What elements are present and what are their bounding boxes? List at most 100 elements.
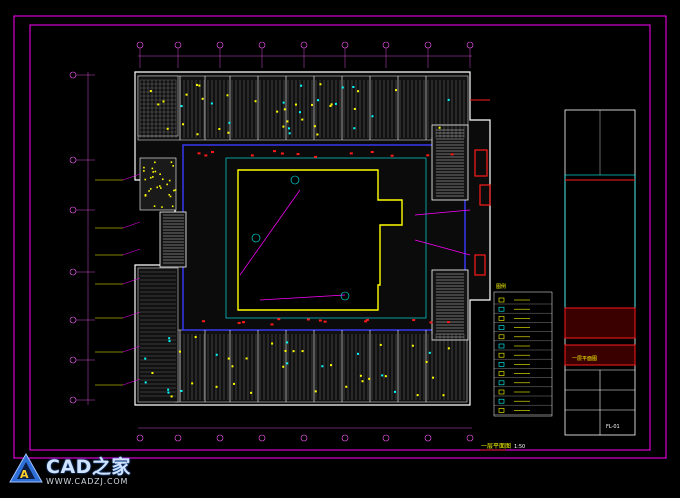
- light-fixture: [156, 186, 159, 189]
- red-box-3: [474, 254, 486, 276]
- light-fixture: [167, 388, 170, 391]
- sheet-number: FL-01: [606, 424, 620, 430]
- light-fixture: [166, 183, 168, 186]
- leader-line-1: [239, 189, 301, 276]
- light-fixture: [171, 205, 174, 208]
- light-fixture: [288, 132, 291, 135]
- red-box-2: [479, 184, 491, 206]
- grid-bubble-bottom: [341, 434, 349, 442]
- light-fixture: [166, 127, 169, 130]
- grid-bubble-top: [258, 41, 266, 49]
- grid-bubble-bottom: [300, 434, 308, 442]
- light-fixture: [393, 390, 396, 393]
- light-fixture: [154, 161, 156, 164]
- light-fixture: [394, 89, 397, 92]
- corridor-marker: [204, 154, 208, 157]
- legend-table: 图例: [493, 283, 553, 417]
- legend-symbol: [498, 380, 505, 386]
- corridor-marker: [210, 150, 214, 153]
- plan-scale: 1:50: [514, 444, 525, 450]
- sheet-frame-inner: [29, 24, 651, 451]
- light-fixture: [159, 173, 161, 175]
- light-fixture: [254, 100, 257, 103]
- light-fixture: [292, 350, 295, 353]
- annotation-leader: [122, 221, 141, 229]
- light-fixture: [438, 126, 441, 129]
- light-fixture: [329, 364, 332, 367]
- light-fixture: [283, 108, 286, 111]
- courtyard: [237, 169, 403, 311]
- annotation-leader: [122, 345, 141, 353]
- light-fixture: [152, 176, 154, 178]
- leader-line-4: [414, 239, 471, 256]
- light-fixture: [245, 357, 248, 360]
- red-box-1: [474, 149, 488, 177]
- light-fixture: [152, 171, 155, 173]
- light-fixture: [411, 344, 414, 347]
- grid-bubble-top: [136, 41, 144, 49]
- light-fixture: [361, 380, 364, 383]
- light-fixture: [359, 374, 362, 377]
- light-fixture: [330, 103, 333, 106]
- light-fixture: [313, 125, 316, 128]
- light-fixture: [447, 98, 450, 101]
- light-fixture: [191, 382, 194, 385]
- light-fixture: [357, 90, 360, 93]
- plan-title: 一层平面图: [481, 443, 511, 450]
- light-fixture: [353, 107, 356, 110]
- light-fixture: [170, 395, 173, 398]
- light-fixture: [282, 365, 285, 368]
- corridor-marker: [370, 151, 374, 154]
- grid-bubble-left: [69, 396, 77, 404]
- light-fixture: [228, 121, 231, 124]
- legend-symbol: [498, 362, 505, 367]
- corridor-marker: [365, 318, 369, 321]
- light-fixture: [168, 337, 171, 340]
- grid-bubble-bottom: [258, 434, 266, 442]
- grid-axes: [69, 41, 474, 442]
- light-fixture: [144, 357, 147, 360]
- corridor-marker: [450, 153, 454, 156]
- light-fixture: [233, 382, 236, 385]
- light-fixture: [416, 394, 419, 397]
- title-block-label: 一层平面图: [572, 356, 597, 362]
- corridor-marker: [349, 152, 353, 155]
- corridor-marker: [429, 321, 433, 324]
- corridor-marker: [314, 155, 318, 158]
- grid-bubble-left: [69, 316, 77, 324]
- grid-bubble-top: [174, 41, 182, 49]
- light-fixture: [425, 360, 428, 363]
- light-fixture: [218, 127, 221, 130]
- light-fixture: [144, 381, 147, 384]
- grid-bubble-left: [69, 268, 77, 276]
- light-fixture: [169, 195, 172, 198]
- corridor-marker: [250, 154, 254, 157]
- light-fixture: [379, 343, 382, 346]
- grid-bubble-top: [216, 41, 224, 49]
- grid-bubble-top: [382, 41, 390, 49]
- light-fixture: [172, 165, 175, 167]
- light-fixture: [371, 115, 374, 118]
- legend-symbol: [498, 352, 505, 358]
- light-fixture: [144, 178, 147, 181]
- light-fixture: [168, 340, 171, 343]
- light-fixture: [226, 94, 229, 97]
- light-fixture: [180, 389, 183, 392]
- light-fixture: [227, 357, 230, 360]
- light-fixture: [345, 385, 348, 388]
- light-fixture: [368, 377, 371, 380]
- light-fixture: [151, 167, 154, 170]
- light-fixture: [288, 127, 291, 130]
- light-fixture: [428, 351, 431, 354]
- light-fixture: [157, 103, 160, 106]
- legend-symbol: [498, 371, 505, 376]
- light-fixture: [162, 100, 165, 103]
- light-fixture: [167, 391, 170, 394]
- legend-title: 图例: [496, 283, 506, 290]
- light-fixture: [321, 365, 324, 368]
- light-fixture: [286, 362, 289, 365]
- light-fixture: [250, 391, 253, 394]
- legend-symbol: [498, 297, 505, 303]
